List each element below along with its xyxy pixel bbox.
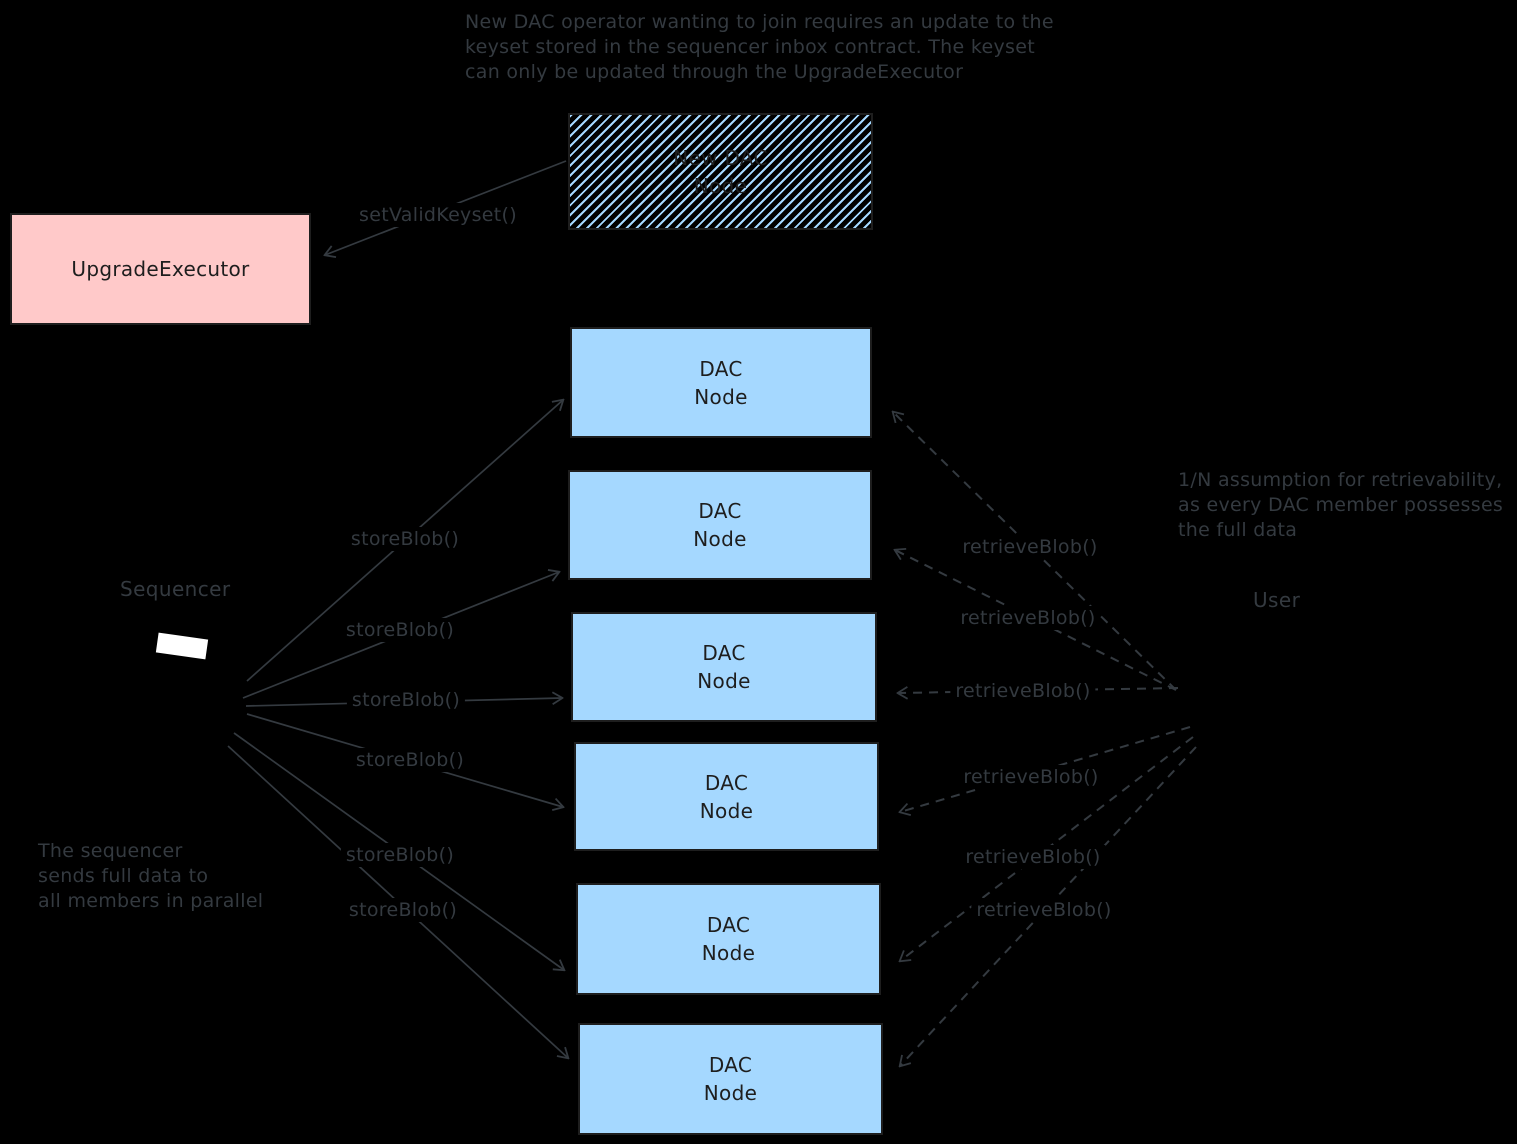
store-blob-label-4: storeBlob() xyxy=(350,748,470,772)
dac-node-label: DAC xyxy=(704,770,749,795)
new-dac-node-label: Node xyxy=(693,173,748,198)
sequencer-label: Sequencer xyxy=(120,577,231,601)
dac-node-label: Node xyxy=(694,384,748,409)
retrieve-blob-label-1: retrieveBlob() xyxy=(957,535,1103,559)
retrievability-note: 1/N assumption for retrievability, as ev… xyxy=(1178,468,1503,543)
keyset-note-line: keyset stored in the sequencer inbox con… xyxy=(465,36,1035,58)
retrieve-blob-label-4: retrieveBlob() xyxy=(958,765,1104,789)
keyset-note-line: can only be updated through the UpgradeE… xyxy=(465,61,964,83)
retrieve-blob-label-2: retrieveBlob() xyxy=(955,606,1101,630)
dac-node-label: DAC xyxy=(706,913,751,937)
dac-node-box-1: DAC Node xyxy=(570,327,872,438)
dac-node-label: Node xyxy=(697,669,751,693)
store-blob-label-2: storeBlob() xyxy=(340,618,460,642)
dac-node-label: DAC xyxy=(699,356,743,381)
user-label: User xyxy=(1253,588,1301,612)
dac-node-box-3: DAC Node xyxy=(571,612,877,722)
dac-node-label: Node xyxy=(703,1081,758,1105)
parallel-note-line: The sequencer xyxy=(38,840,183,862)
upgrade-executor-label: UpgradeExecutor xyxy=(71,257,250,281)
new-dac-node-label: New DAC xyxy=(673,145,768,170)
retrievability-note-line: as every DAC member possesses xyxy=(1178,494,1504,516)
store-blob-label-1: storeBlob() xyxy=(345,527,465,551)
dac-node-label: Node xyxy=(699,798,754,823)
dac-node-label: Node xyxy=(701,941,756,965)
upgrade-executor-box: UpgradeExecutor xyxy=(10,213,311,325)
keyset-note-line: New DAC operator wanting to join require… xyxy=(465,11,1054,33)
dac-node-box-5: DAC Node xyxy=(576,883,881,995)
parallel-note-line: all members in parallel xyxy=(38,890,264,912)
retrieve-blob-arrow xyxy=(900,746,1197,1066)
dac-node-label: DAC xyxy=(702,641,746,665)
dac-node-box-2: DAC Node xyxy=(568,470,872,580)
dac-node-label: DAC xyxy=(708,1053,753,1077)
parallel-note-line: sends full data to xyxy=(38,865,209,887)
retrieve-blob-label-5: retrieveBlob() xyxy=(960,845,1106,869)
dac-node-box-6: DAC Node xyxy=(578,1023,883,1135)
retrievability-note-line: the full data xyxy=(1178,519,1298,541)
dac-node-label: Node xyxy=(693,527,747,551)
store-blob-label-5: storeBlob() xyxy=(340,843,460,867)
dac-node-box-4: DAC Node xyxy=(574,742,879,851)
parallel-note: The sequencer sends full data to all mem… xyxy=(38,839,263,914)
dac-node-label: DAC xyxy=(698,499,742,523)
set-valid-keyset-label: setValidKeyset() xyxy=(354,203,522,227)
retrievability-note-line: 1/N assumption for retrievability, xyxy=(1178,469,1503,491)
retrieve-blob-arrow xyxy=(895,550,1177,691)
new-dac-node-box: New DAC Node xyxy=(568,113,873,230)
retrieve-blob-label-3: retrieveBlob() xyxy=(950,679,1096,703)
keyset-note: New DAC operator wanting to join require… xyxy=(465,10,1054,85)
retrieve-blob-label-6: retrieveBlob() xyxy=(971,898,1117,922)
store-blob-label-6: storeBlob() xyxy=(343,898,463,922)
store-blob-label-3: storeBlob() xyxy=(346,688,466,712)
